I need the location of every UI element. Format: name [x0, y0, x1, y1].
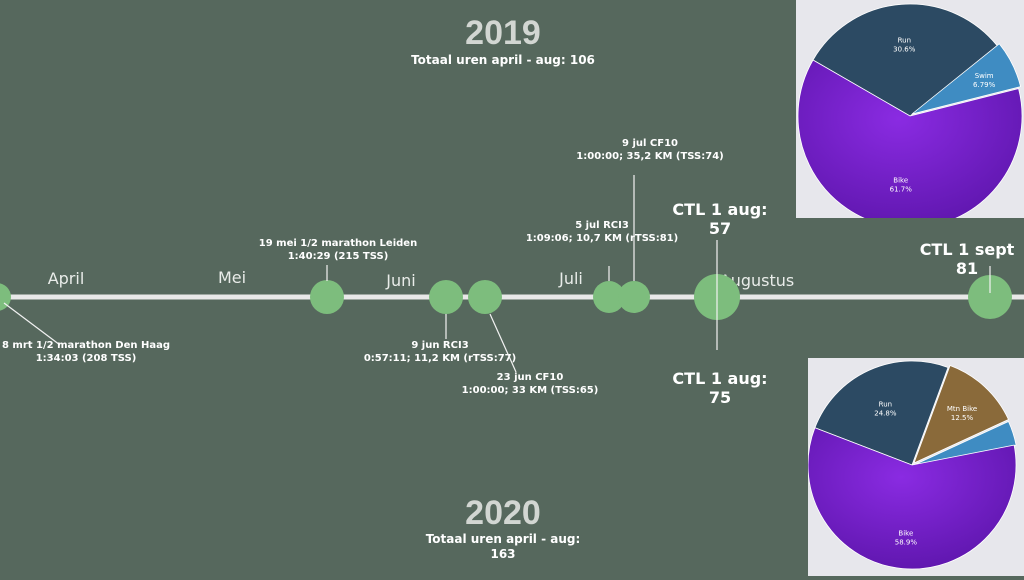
- month-label-augustus: Augustus: [720, 271, 794, 290]
- pie-2019-label-swim: Swim: [975, 72, 994, 80]
- year-2019-subtitle: Totaal uren april - aug: 106: [411, 53, 595, 67]
- event-bubble-leiden: [310, 280, 344, 314]
- month-label-juni: Juni: [385, 271, 415, 290]
- event-label-jul9-line1: 9 jul CF10: [622, 138, 678, 149]
- ctl-aug-2019-label: CTL 1 aug: 57: [672, 200, 768, 238]
- event-bubble-den-haag: [0, 283, 11, 311]
- pie-2020-slice-mtn-bike: [913, 364, 1010, 464]
- year-2020-title: 2020: [465, 494, 541, 532]
- pie-2019-slice-run: [812, 3, 998, 117]
- event-label-jun23-line1: 23 jun CF10: [497, 372, 564, 383]
- event-label-leiden-line1: 19 mei 1/2 marathon Leiden: [259, 238, 417, 249]
- event-connector-den-haag: [3, 302, 61, 346]
- month-label-juli: Juli: [558, 269, 583, 288]
- pie-2020-slice-other: [913, 420, 1017, 466]
- event-label-den-haag-line1: 8 mrt 1/2 marathon Den Haag: [2, 340, 170, 351]
- event-bubble-jul9: [618, 281, 650, 313]
- year-2020-subtitle: Totaal uren april - aug: 163: [353, 532, 653, 562]
- pie-2020-label-bike: Bike: [898, 529, 913, 537]
- event-bubble-jun23: [468, 280, 502, 314]
- event-label-den-haag-line2: 1:34:03 (208 TSS): [36, 353, 137, 364]
- pie-2020-label-mtn-bike: Mtn Bike: [947, 405, 977, 413]
- event-bubble-jul5: [593, 281, 625, 313]
- pie-2020-label-run: Run: [879, 400, 892, 408]
- pie-2019-slice-swim: [911, 43, 1022, 115]
- year-2019-title: 2019: [465, 14, 541, 52]
- pie-2020-value-mtn-bike: 12.5%: [951, 414, 974, 422]
- event-label-jun9-line2: 0:57:11; 11,2 KM (rTSS:77): [364, 353, 516, 364]
- event-label-jul5-line1: 5 jul RCI3: [575, 220, 629, 231]
- pie-2019-label-run: Run: [898, 36, 911, 44]
- pie-2020-value-run: 24.8%: [874, 409, 897, 417]
- month-label-april: April: [48, 269, 85, 288]
- event-bubble-sep1: [968, 275, 1012, 319]
- event-label-jun9-line1: 9 jun RCI3: [411, 340, 468, 351]
- event-label-leiden-line2: 1:40:29 (215 TSS): [288, 251, 389, 262]
- pie-2020-value-bike: 58.9%: [895, 538, 918, 546]
- month-label-mei: Mei: [218, 268, 246, 287]
- event-connector-jun23: [489, 313, 517, 373]
- pie-2019-label-bike: Bike: [893, 177, 908, 185]
- year-2020-subtitle-line1: Totaal uren april - aug:: [425, 532, 581, 546]
- pie-2019-value-run: 30.6%: [893, 45, 916, 53]
- ctl-aug-2020-line2: 75: [708, 388, 732, 407]
- pie-2019-value-bike: 61.7%: [890, 186, 913, 194]
- ctl-aug-2020-line1: CTL 1 aug:: [672, 369, 768, 388]
- ctl-sept-label: CTL 1 sept 81: [919, 240, 1015, 278]
- year-2020-subtitle-line2: 163: [490, 547, 516, 561]
- pie-2020-slice-run: [814, 360, 949, 466]
- event-label-jul5-line2: 1:09:06; 10,7 KM (rTSS:81): [526, 233, 678, 244]
- ctl-aug-2020-label: CTL 1 aug: 75: [660, 369, 780, 407]
- event-label-jun23-line2: 1:00:00; 33 KM (TSS:65): [462, 385, 599, 396]
- event-bubble-jun9: [429, 280, 463, 314]
- pie-2020-slice-bike: [807, 427, 1017, 570]
- pie-2019-value-swim: 6.79%: [973, 81, 996, 89]
- event-label-jul9-line2: 1:00:00; 35,2 KM (TSS:74): [576, 151, 723, 162]
